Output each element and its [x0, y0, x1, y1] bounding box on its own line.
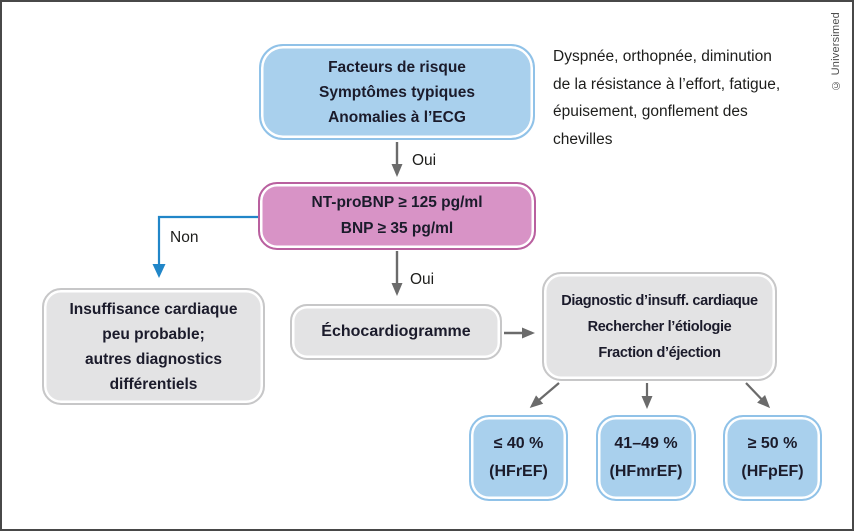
- diagnosis-line: Diagnostic d’insuff. cardiaque: [561, 292, 758, 309]
- bnp-threshold-line: NT-proBNP ≥ 125 pg/ml: [311, 194, 483, 211]
- no-label-bnp-to-unlikely: Non: [170, 229, 199, 246]
- symptoms-note-line: Dyspnée, orthopnée, diminution: [553, 48, 772, 65]
- hfref-box: ≤ 40 % (HFrEF): [469, 415, 568, 501]
- hf-unlikely-box: Insuffisance cardiaque peu probable; aut…: [42, 288, 265, 405]
- echocardiogram-box: Échocardiogramme: [290, 304, 502, 360]
- symptoms-note-line: épuisement, gonflement des: [553, 103, 748, 120]
- hfpef-box: ≥ 50 % (HFpEF): [723, 415, 822, 501]
- risk-factors-line: Symptômes typiques: [319, 83, 475, 101]
- bnp-threshold-box: NT-proBNP ≥ 125 pg/ml BNP ≥ 35 pg/ml: [258, 182, 536, 250]
- hfmref-label: (HFmrEF): [609, 463, 683, 480]
- echocardiogram-label: Échocardiogramme: [321, 323, 471, 340]
- diagnosis-line: Fraction d’éjection: [598, 344, 721, 361]
- diagnosis-line: Rechercher l’étiologie: [587, 318, 732, 335]
- arrow-diagnosis-to-hfref: [529, 382, 560, 408]
- risk-factors-line: Anomalies à l’ECG: [328, 108, 466, 126]
- hfref-label: (HFrEF): [489, 463, 548, 480]
- diagnosis-box: Diagnostic d’insuff. cardiaque Recherche…: [542, 272, 777, 381]
- hfpef-value: ≥ 50 %: [747, 435, 798, 452]
- hf-unlikely-line: Insuffisance cardiaque: [69, 300, 238, 318]
- bnp-threshold-line: BNP ≥ 35 pg/ml: [340, 220, 454, 237]
- symptoms-note-line: chevilles: [553, 130, 613, 148]
- hfref-value: ≤ 40 %: [493, 435, 544, 452]
- risk-factors-line: Facteurs de risque: [328, 58, 466, 76]
- yes-label-risk-to-bnp: Oui: [412, 152, 437, 169]
- symptoms-note-line: de la résistance à l’effort, fatigue,: [553, 75, 781, 93]
- hfmref-value: 41–49 %: [614, 435, 678, 452]
- yes-label-bnp-to-echo: Oui: [410, 271, 435, 288]
- hfmref-box: 41–49 % (HFmrEF): [596, 415, 696, 501]
- hfpef-label: (HFpEF): [741, 463, 804, 480]
- hf-unlikely-line: autres diagnostics: [85, 350, 222, 368]
- risk-factors-box: Facteurs de risque Symptômes typiques An…: [259, 44, 535, 140]
- hf-unlikely-line: peu probable;: [102, 325, 205, 343]
- arrow-diagnosis-to-hfpef: [745, 382, 771, 409]
- hf-unlikely-line: différentiels: [109, 375, 198, 393]
- symptoms-note: Dyspnée, orthopnée, diminution de la rés…: [553, 43, 780, 153]
- copyright-text: © Universimed: [830, 12, 842, 91]
